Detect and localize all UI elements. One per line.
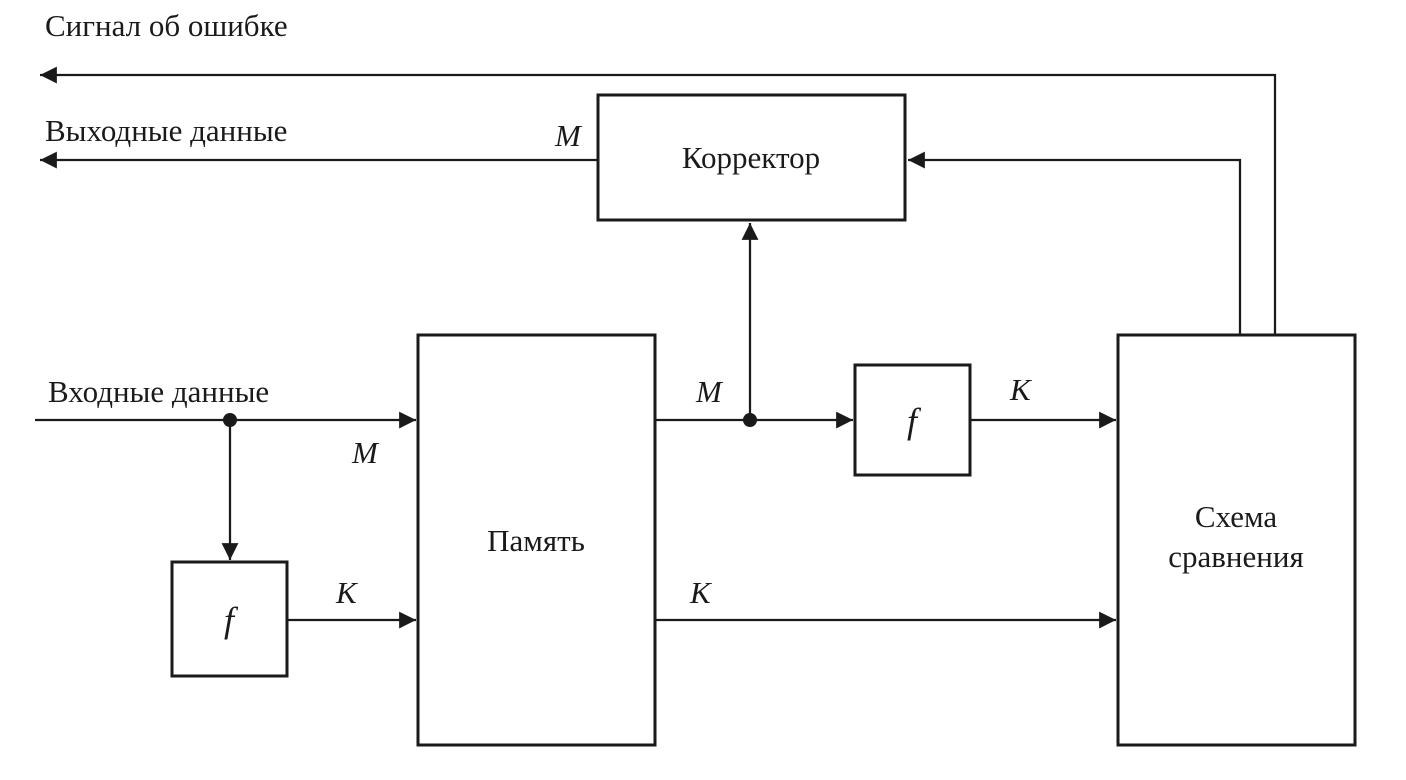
encoder-right-box xyxy=(853,363,972,477)
encoder-left-box xyxy=(170,560,289,678)
memory-output-junction-dot xyxy=(743,413,757,427)
encoder-right-label: f xyxy=(907,401,922,441)
signal-k-left-label: K xyxy=(335,575,359,610)
signal-m-output-label: M xyxy=(554,118,583,153)
error-signal-arrow xyxy=(40,66,1277,335)
signal-m-input-label: M xyxy=(351,435,380,470)
comparator-label-line2: сравнения xyxy=(1168,539,1303,574)
encoder-left-label: f xyxy=(224,600,239,640)
input-data-label: Входные данные xyxy=(48,374,269,409)
output-data-label: Выходные данные xyxy=(45,113,287,148)
corrector-label: Корректор xyxy=(682,140,820,175)
signal-m-memory-label: M xyxy=(695,374,724,409)
comparator-box xyxy=(1116,333,1357,747)
error-signal-label: Сигнал об ошибке xyxy=(45,8,288,43)
signal-k-right-label: K xyxy=(1009,372,1033,407)
memory-box xyxy=(416,333,657,747)
comparator-label-line1: Схема xyxy=(1195,499,1278,534)
memory-label: Память xyxy=(487,523,585,558)
corrector-box xyxy=(596,93,907,222)
input-junction-dot xyxy=(223,413,237,427)
signal-k-memory-label: K xyxy=(689,575,713,610)
comparator-to-corrector-arrow xyxy=(908,151,1242,335)
